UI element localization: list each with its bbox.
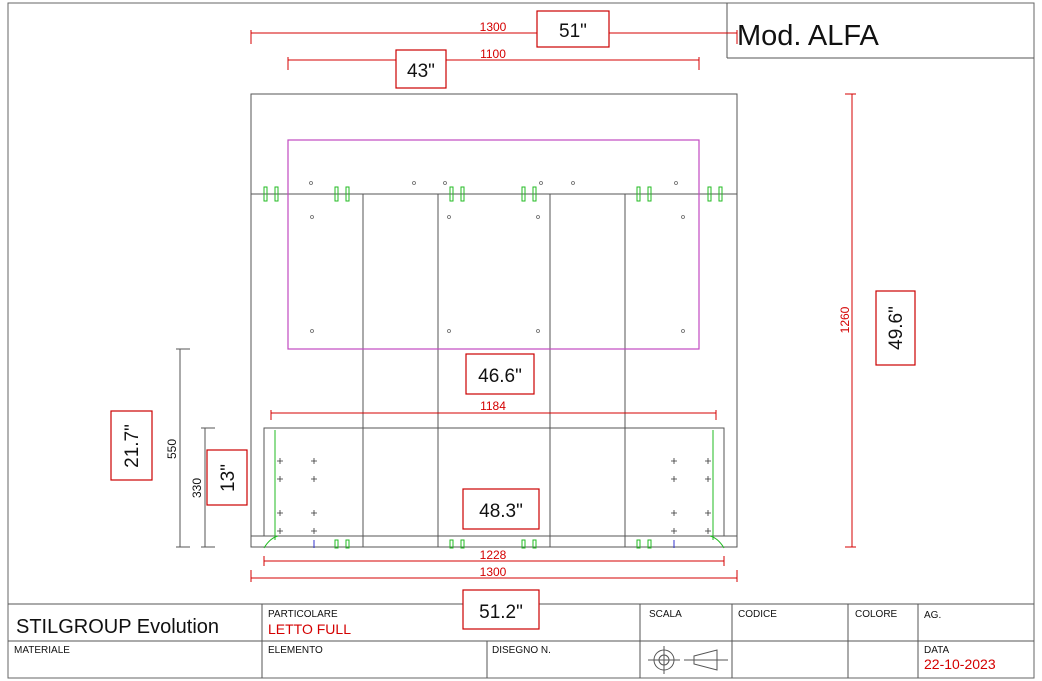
screw-holes [309,181,685,333]
dim-mid-width: 1184 [480,399,506,413]
svg-text:49.6": 49.6" [886,306,907,350]
particolare-value: LETTO FULL [268,621,351,637]
dim-bottom-overall: 1300 [480,565,507,579]
elemento-label: ELEMENTO [268,645,323,656]
svg-text:13": 13" [218,464,239,492]
data-label: DATA [924,645,950,656]
inch-label-right-height: 49.6" [875,290,916,366]
dim-left-outer: 550 [165,439,179,459]
footboard-markers [277,458,711,534]
ag-label: AG. [924,610,941,621]
materiale-label: MATERIALE [14,645,70,656]
svg-text:46.6": 46.6" [478,366,522,387]
dim-top-inner: 1100 [480,47,506,61]
dim-left-inner: 330 [190,478,204,498]
dim-top-overall: 1300 [480,20,507,34]
dim-right-height: 1260 [838,306,852,333]
inch-label-top-overall: 51" [536,10,610,48]
sheet-frame [7,2,1035,679]
svg-text:51": 51" [559,21,587,42]
svg-text:43": 43" [407,61,435,82]
inch-label-left-outer: 21.7" [110,410,153,481]
svg-text:21.7": 21.7" [122,424,143,468]
model-title: Mod. ALFA [737,20,880,52]
company-name: STILGROUP Evolution [16,616,219,638]
rail-fittings [263,186,725,549]
codice-label: CODICE [738,609,777,620]
inch-label-middle-lower: 48.3" [462,488,540,530]
model-title-box: Mod. ALFA [726,3,1034,59]
scala-label: SCALA [649,609,682,620]
bed-drawing [250,93,738,548]
inch-label-bottom: 51.2" [462,589,540,630]
blue-ticks [313,540,675,548]
inch-label-left-inner: 13" [206,449,248,506]
svg-text:51.2": 51.2" [479,602,523,623]
dimension-lines [250,30,856,582]
projection-symbol-icon [648,646,728,674]
headboard-panel [287,139,700,350]
disegno-label: DISEGNO N. [492,645,551,656]
svg-text:48.3": 48.3" [479,501,523,522]
height-dimension-lines [176,348,215,548]
inch-label-middle-upper: 46.6" [465,353,535,395]
data-value: 22-10-2023 [924,656,996,672]
particolare-label: PARTICOLARE [268,609,338,620]
dim-bottom-inner: 1228 [480,548,507,562]
headboard-outline [250,93,738,548]
colore-label: COLORE [855,609,898,620]
inch-label-top-inner: 43" [395,49,447,89]
